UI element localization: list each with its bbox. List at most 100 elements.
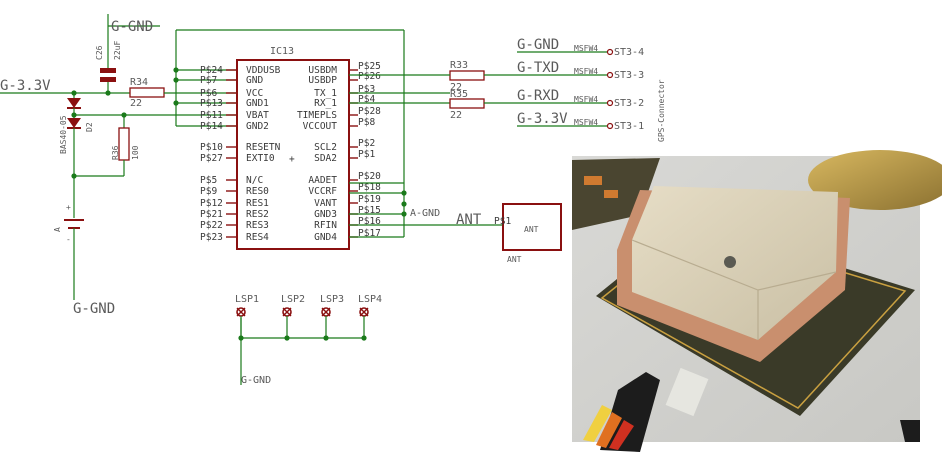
ic-pin-name-right: AADET [308, 175, 337, 186]
feed-pin [724, 256, 736, 268]
ic-pin-name-right: VANT [314, 198, 337, 209]
net-label-gnd-lsp: G-GND [241, 375, 271, 386]
lsp-label: LSP1 [235, 294, 259, 305]
r36-name: R36 [111, 145, 120, 160]
ic-pin-name-right: SDA2 [314, 153, 337, 164]
ic-pin-name-left: EXTI0 [246, 153, 275, 164]
ic-pin-name-left: N/C [246, 175, 263, 186]
gps-module-photo [572, 150, 942, 452]
resistor-r36: R36 100 [71, 115, 140, 179]
ic-pin-number-left: P$7 [200, 75, 217, 86]
ic-pin-number-left: P$21 [200, 209, 223, 220]
ic-pin-number-left: P$27 [200, 153, 223, 164]
ic-pin-number-right: P$19 [358, 194, 381, 205]
connector-name: GPS-Connector [657, 79, 666, 142]
ic13: IC13 + [236, 46, 350, 250]
ic-pin-name-right: USBDP [308, 75, 337, 86]
connector-pin-label: ST3-2 [614, 98, 644, 109]
connector-pin-marker [606, 122, 614, 130]
r34-name: R34 [130, 77, 148, 88]
d2-value: BAS40-05 [59, 115, 68, 154]
ic-pin-number-left: P$14 [200, 121, 223, 132]
ic-pin-number-left: P$5 [200, 175, 217, 186]
diode-d2: BAS40-05 D2 [59, 93, 237, 176]
r36-value: 100 [131, 145, 140, 160]
ic-pin-number-left: P$9 [200, 186, 217, 197]
resistor-r35: R35 22 [449, 89, 485, 121]
svg-text:+: + [66, 203, 71, 212]
antenna-symbol: P$1 ANT ANT [494, 203, 562, 264]
ic-pin-number-right: P$25 [358, 61, 381, 72]
ic-pin-number-right: P$17 [358, 228, 381, 239]
connector-part-label: MSFW4 [574, 67, 598, 76]
connector-part-label: MSFW4 [574, 44, 598, 53]
connector-net-label: G-GND [517, 37, 559, 53]
ic-right-pins: P$25USBDMP$26USBDPP$3TX_1P$4RX_1P$28TIME… [297, 61, 381, 243]
ic-pin-number-left: P$12 [200, 198, 223, 209]
ic-pin-number-right: P$26 [358, 71, 381, 82]
ic-pin-number-right: P$28 [358, 106, 381, 117]
connector-pin-label: ST3-3 [614, 70, 644, 81]
ic-pin-name-right: RFIN [314, 220, 337, 231]
connector-pin-marker [606, 71, 614, 79]
ic-pin-name-right: TX_1 [314, 88, 337, 99]
ic-pin-number-right: P$8 [358, 117, 375, 128]
ic-pin-number-left: P$22 [200, 220, 223, 231]
r35-value: 22 [450, 110, 462, 121]
ic-pin-name-left: RES1 [246, 198, 269, 209]
connector-net-label: G-RXD [517, 88, 559, 104]
svg-text:-: - [66, 235, 71, 244]
connector-net-label: G-3.3V [517, 111, 568, 127]
ic-pin-name-left: VDDUSB [246, 65, 281, 76]
ic-pin-name-right: VCCOUT [303, 121, 338, 132]
ic-pin-number-right: P$2 [358, 138, 375, 149]
capacitor-c26: C26 22uF [95, 14, 160, 92]
ic-pin-number-right: P$3 [358, 84, 375, 95]
ic-pin-name-left: GND [246, 75, 263, 86]
r33-value: 22 [450, 82, 462, 93]
c26-name: C26 [95, 45, 104, 60]
battery-name: A [53, 227, 62, 232]
c26-value: 22uF [113, 41, 122, 60]
lsp-label: LSP4 [358, 294, 382, 305]
ic-pin-number-left: P$10 [200, 142, 223, 153]
connector-part-label: MSFW4 [574, 95, 598, 104]
svg-text:+: + [289, 154, 295, 165]
ic-pin-name-right: VCCRF [308, 186, 337, 197]
ic-pin-number-right: P$15 [358, 205, 381, 216]
connector-net-label: G-TXD [517, 60, 559, 76]
lsp-marker [359, 307, 369, 317]
ic-pin-name-left: RESETN [246, 142, 281, 153]
ic-pin-name-left: VBAT [246, 110, 269, 121]
ic-pin-number-right: P$16 [358, 216, 381, 227]
connector-pin-label: ST3-1 [614, 121, 644, 132]
ic-pin-name-left: VCC [246, 88, 263, 99]
ic-pin-name-right: SCL2 [314, 142, 337, 153]
connector-pin-marker [606, 99, 614, 107]
net-label-agnd: A-GND [410, 208, 440, 219]
ic-pin-name-right: TIMEPLS [297, 110, 337, 121]
ic-pin-name-left: RES3 [246, 220, 269, 231]
connector-pin-label: ST3-4 [614, 47, 644, 58]
net-label-3v3: G-3.3V [0, 78, 51, 94]
ic-pin-name-left: RES4 [246, 232, 269, 243]
ic-pin-name-left: GND2 [246, 121, 269, 132]
net-label-gnd-top: G-GND [111, 19, 153, 35]
battery-a: + - A [53, 176, 84, 300]
ic-name: IC13 [270, 46, 294, 57]
ant-box-label: ANT [524, 225, 539, 234]
ic-pin-number-right: P$20 [358, 171, 381, 182]
r35-name: R35 [450, 89, 468, 100]
ic-pin-name-right: GND3 [314, 209, 337, 220]
ic-pin-name-left: RES0 [246, 186, 269, 197]
lsp-marker [282, 307, 292, 317]
net-label-ant: ANT [456, 212, 482, 228]
ic-pin-number-left: P$23 [200, 232, 223, 243]
net-label-gnd-left: G-GND [73, 301, 115, 317]
ic-pin-number-left: P$11 [200, 110, 223, 121]
r33-name: R33 [450, 60, 468, 71]
d2-name: D2 [85, 122, 94, 132]
connector-part-label: MSFW4 [574, 118, 598, 127]
